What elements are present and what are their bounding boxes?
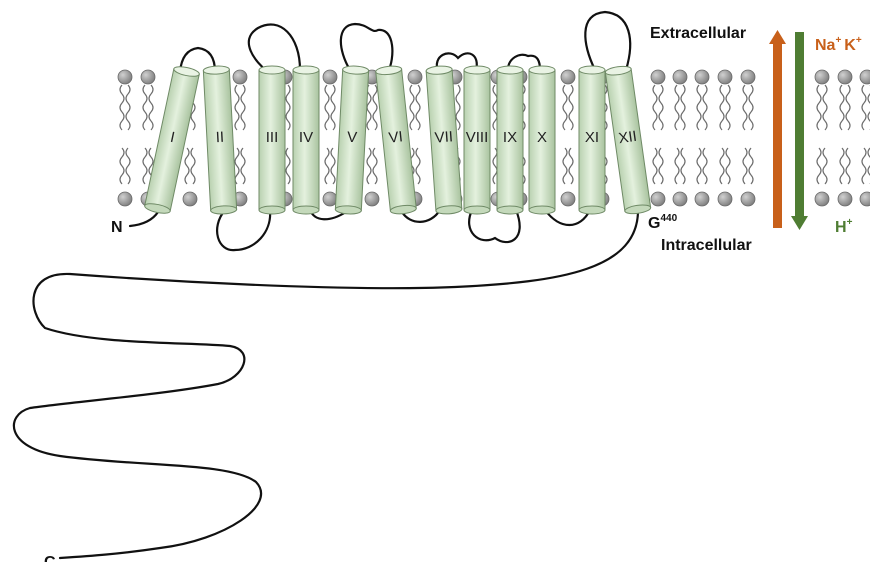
extracellular-label: Extracellular bbox=[650, 25, 746, 42]
lipid-head-outer bbox=[408, 70, 422, 84]
h-charge: + bbox=[847, 217, 853, 228]
lipid-head-inner bbox=[183, 192, 197, 206]
loop-8-9 bbox=[469, 210, 520, 242]
lipid-head-outer bbox=[718, 70, 732, 84]
lipid-molecule bbox=[741, 70, 755, 206]
lipid-head-outer bbox=[561, 70, 575, 84]
lipid-head-inner bbox=[741, 192, 755, 206]
lipid-molecule bbox=[561, 70, 575, 206]
lipid-molecule bbox=[651, 70, 665, 206]
lipid-head-inner bbox=[860, 192, 870, 206]
helix-ii: II bbox=[203, 65, 237, 214]
loop-5-6 bbox=[341, 24, 393, 72]
n-terminal-tail bbox=[130, 212, 158, 226]
c-terminus-label: C bbox=[44, 554, 56, 562]
intracellular-label: Intracellular bbox=[661, 237, 752, 254]
helix-label: V bbox=[347, 129, 358, 147]
lipid-molecule bbox=[323, 70, 337, 206]
g440-residue-label: G440 bbox=[648, 213, 678, 232]
helix-label: III bbox=[266, 129, 279, 146]
lipid-molecule bbox=[718, 70, 732, 206]
na-k-label: Na+K+ bbox=[815, 35, 862, 54]
lipid-molecule bbox=[673, 70, 687, 206]
lipid-head-outer bbox=[815, 70, 829, 84]
loop-2-3 bbox=[217, 210, 270, 250]
h-label: H+ bbox=[835, 217, 853, 236]
lipid-head-inner bbox=[815, 192, 829, 206]
residue-number: 440 bbox=[660, 213, 677, 224]
lipid-head-inner bbox=[838, 192, 852, 206]
helix-label: X bbox=[537, 129, 547, 146]
k-ion: K bbox=[844, 37, 856, 54]
lipid-head-inner bbox=[365, 192, 379, 206]
helix-xii: XII bbox=[605, 65, 651, 215]
helix-label: VII bbox=[434, 128, 453, 146]
n-terminus-label: N bbox=[111, 219, 123, 236]
helix-xi: XI bbox=[579, 66, 605, 214]
lipid-head-outer bbox=[741, 70, 755, 84]
lipid-head-outer bbox=[860, 70, 870, 84]
h-ion: H bbox=[835, 219, 847, 236]
lipid-head-outer bbox=[233, 70, 247, 84]
lipid-head-inner bbox=[673, 192, 687, 206]
efflux-arrow bbox=[769, 30, 786, 228]
influx-arrow bbox=[791, 32, 808, 230]
helix-label: XI bbox=[585, 129, 599, 146]
helix-viii: VIII bbox=[464, 66, 490, 214]
lipid-head-inner bbox=[718, 192, 732, 206]
helix-ix: IX bbox=[497, 66, 523, 214]
helix-iv: IV bbox=[293, 66, 319, 214]
helix-label: II bbox=[215, 129, 224, 146]
lipid-molecule bbox=[118, 70, 132, 206]
lipid-head-inner bbox=[651, 192, 665, 206]
lipid-molecule bbox=[695, 70, 709, 206]
helix-iii: III bbox=[259, 66, 285, 214]
lipid-molecule bbox=[838, 70, 852, 206]
lipid-head-outer bbox=[118, 70, 132, 84]
helix-vii: VII bbox=[426, 65, 462, 214]
lipid-head-inner bbox=[695, 192, 709, 206]
lipid-head-outer bbox=[838, 70, 852, 84]
lipid-molecule bbox=[860, 70, 870, 206]
na-charge: + bbox=[835, 35, 841, 46]
loop-11-12 bbox=[585, 12, 630, 70]
lipid-head-outer bbox=[673, 70, 687, 84]
helix-v: V bbox=[335, 65, 369, 214]
helix-label: VI bbox=[388, 128, 404, 146]
helix-label: XII bbox=[617, 128, 638, 147]
helix-x: X bbox=[529, 66, 555, 214]
residue-base: G bbox=[648, 215, 660, 232]
helix-label: VIII bbox=[466, 129, 489, 146]
lipid-head-outer bbox=[695, 70, 709, 84]
lipid-molecule bbox=[815, 70, 829, 206]
lipid-head-outer bbox=[141, 70, 155, 84]
helix-label: IX bbox=[503, 129, 517, 146]
c-terminal-tail bbox=[14, 208, 638, 558]
lipid-head-inner bbox=[118, 192, 132, 206]
k-charge: + bbox=[856, 35, 862, 46]
helix-label: IV bbox=[299, 129, 313, 146]
lipid-head-outer bbox=[323, 70, 337, 84]
na-ion: Na bbox=[815, 37, 836, 54]
lipid-head-outer bbox=[651, 70, 665, 84]
lipid-head-inner bbox=[323, 192, 337, 206]
loop-3-4 bbox=[249, 24, 300, 72]
lipid-head-inner bbox=[561, 192, 575, 206]
